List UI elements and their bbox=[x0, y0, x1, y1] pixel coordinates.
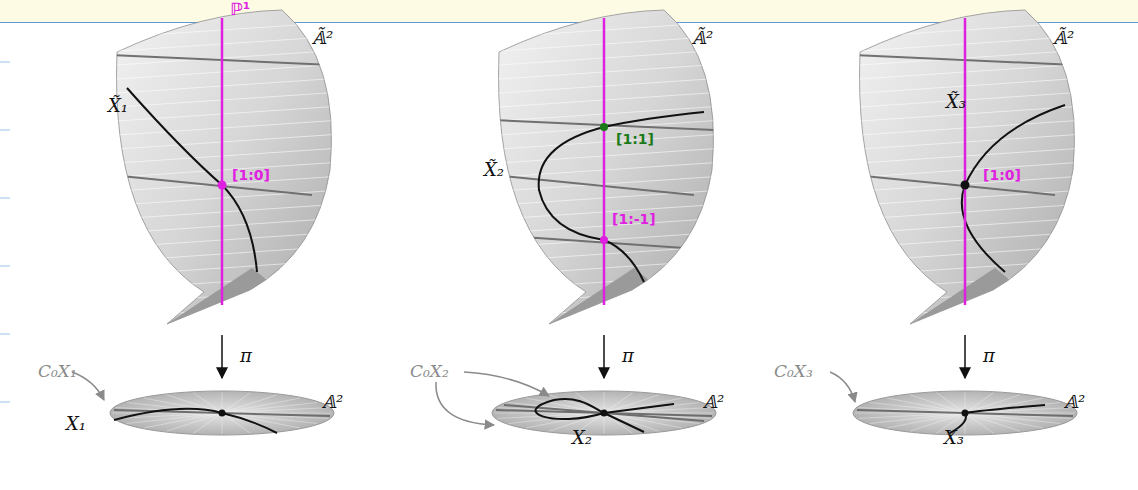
tangent-cone bbox=[857, 410, 1073, 416]
margin-rules bbox=[0, 62, 10, 402]
plane-curve bbox=[535, 399, 674, 432]
projection-arrow bbox=[221, 335, 223, 378]
cone-label: C₀X₁ bbox=[38, 362, 77, 381]
curve-label: X̃₃ bbox=[946, 92, 966, 112]
plane-disk bbox=[492, 391, 716, 435]
exceptional-divisor bbox=[603, 18, 606, 305]
map-label: π bbox=[983, 346, 995, 366]
blowup-panel bbox=[436, 10, 724, 435]
point-label: [1:0] bbox=[983, 168, 1021, 183]
tangent-cone bbox=[504, 405, 704, 421]
radial-line bbox=[965, 413, 993, 433]
leader-line bbox=[464, 372, 549, 396]
blowup-surface bbox=[499, 10, 714, 324]
radial-line bbox=[222, 408, 328, 413]
leader-line bbox=[436, 382, 494, 425]
strict-transform-curve bbox=[962, 105, 1065, 272]
space-label: 𝔸² bbox=[1064, 392, 1085, 412]
origin-dot bbox=[601, 410, 608, 417]
point-label: [1:-1] bbox=[612, 212, 656, 227]
leader-line bbox=[830, 372, 855, 402]
plane-curve bbox=[114, 409, 277, 433]
space-label: 𝔸² bbox=[322, 392, 343, 412]
curve-label: X̃₁ bbox=[108, 96, 128, 116]
curve-label: X₁ bbox=[66, 414, 86, 434]
plane-disk bbox=[110, 391, 334, 435]
radial-line bbox=[859, 413, 965, 418]
point-dot bbox=[218, 181, 227, 190]
blowup-panel bbox=[830, 10, 1085, 435]
curve-label: X₂ bbox=[572, 428, 592, 448]
radial-line bbox=[910, 395, 965, 413]
plane-curve bbox=[950, 405, 1045, 433]
divisor-label: ℙ¹ bbox=[230, 0, 250, 19]
radial-line bbox=[965, 413, 1020, 431]
point-label: [1:0] bbox=[232, 168, 270, 183]
cone-label: C₀X₃ bbox=[774, 362, 813, 381]
origin-dot bbox=[962, 410, 969, 417]
exceptional-divisor bbox=[221, 18, 224, 305]
curve-label: X̃₂ bbox=[484, 160, 504, 180]
projection-arrow bbox=[603, 335, 605, 378]
projection-arrow bbox=[964, 335, 966, 378]
radial-line bbox=[222, 403, 317, 414]
cone-label: C₀X₂ bbox=[410, 362, 449, 381]
point-dot bbox=[600, 123, 608, 131]
blowup-panel bbox=[72, 10, 342, 435]
exceptional-divisor bbox=[964, 18, 967, 305]
plane-disk bbox=[853, 391, 1077, 435]
strict-transform-curve bbox=[539, 112, 704, 282]
space-label: 𝔸̃² bbox=[312, 28, 333, 48]
space-label: 𝔸̃² bbox=[1053, 28, 1074, 48]
leader-line bbox=[72, 372, 104, 400]
point-dot bbox=[600, 236, 608, 244]
point-dot bbox=[961, 181, 970, 190]
space-label: 𝔸̃² bbox=[692, 28, 713, 48]
origin-dot bbox=[219, 410, 226, 417]
tangent-cone bbox=[496, 410, 712, 416]
point-label: [1:1] bbox=[616, 132, 654, 147]
map-label: π bbox=[240, 346, 252, 366]
map-label: π bbox=[622, 346, 634, 366]
radial-line bbox=[937, 393, 965, 413]
radial-line bbox=[870, 413, 965, 424]
curve-label: X₃ bbox=[944, 428, 964, 448]
space-label: 𝔸² bbox=[703, 392, 724, 412]
